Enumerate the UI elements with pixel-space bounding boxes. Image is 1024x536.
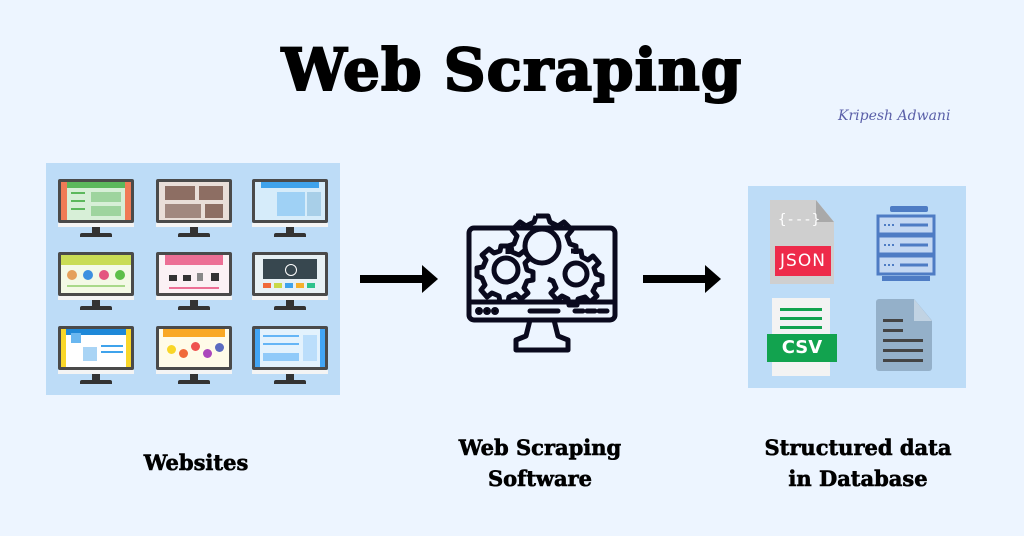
monitor-icon <box>252 179 328 239</box>
database-illustration: {---} JSON CSV <box>748 186 966 388</box>
monitor-icon <box>156 179 232 239</box>
label-text: Software <box>487 466 593 492</box>
monitor-icon <box>58 179 134 239</box>
monitor-icon <box>156 252 232 312</box>
csv-badge: CSV <box>767 334 837 362</box>
label-database: Structured data in Database <box>740 432 976 494</box>
json-badge: JSON <box>775 246 831 276</box>
label-text: in Database <box>788 466 928 492</box>
page-title: Web Scraping <box>281 35 743 105</box>
server-stack-icon <box>874 204 938 284</box>
monitor-icon <box>58 252 134 312</box>
websites-illustration <box>46 163 340 395</box>
label-text: Structured data <box>764 435 952 461</box>
arrow-right-icon <box>360 265 438 293</box>
gears-monitor-icon <box>462 198 622 358</box>
monitor-icon <box>252 326 328 386</box>
author-signature: Kripesh Adwani <box>838 108 951 124</box>
label-software: Web Scraping Software <box>420 432 660 494</box>
monitor-icon <box>58 326 134 386</box>
document-icon <box>876 299 932 371</box>
label-text: Web Scraping <box>458 435 622 461</box>
arrow-right-icon <box>643 265 721 293</box>
label-websites: Websites <box>96 447 296 478</box>
monitor-icon <box>156 326 232 386</box>
label-text: Websites <box>143 450 249 476</box>
monitor-icon <box>252 252 328 312</box>
